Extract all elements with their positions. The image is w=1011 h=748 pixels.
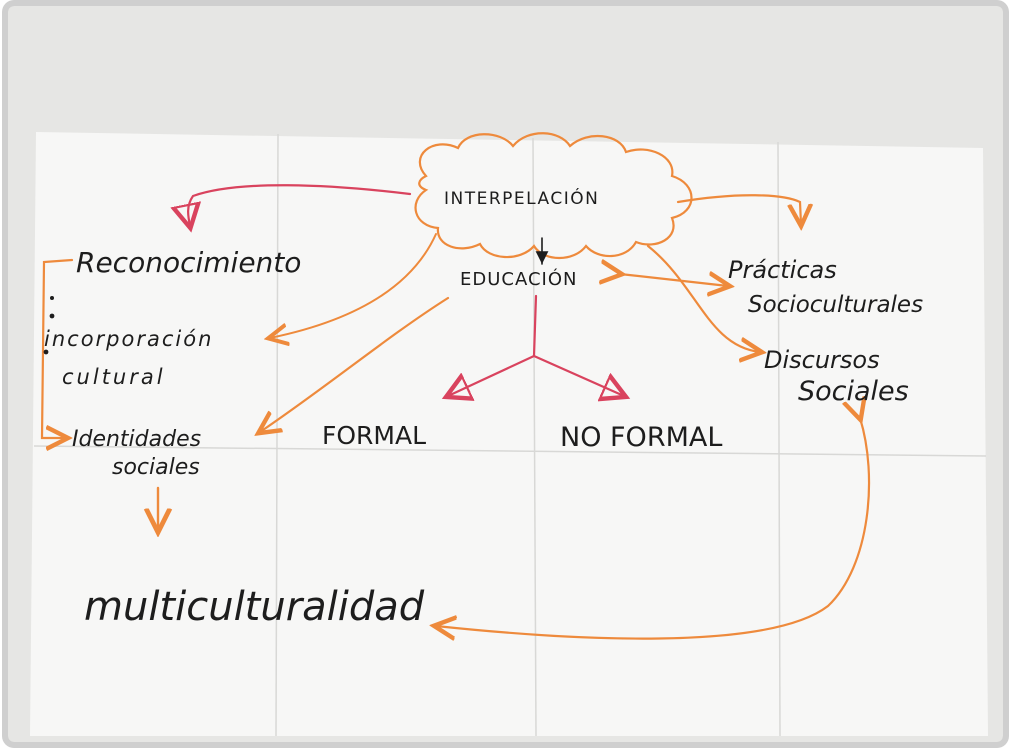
arrow-interpelacion-practicas (676, 194, 801, 224)
label-multiculturalidad: multiculturalidad (84, 584, 425, 630)
label-interpelacion: INTERPELACIÓN (444, 187, 599, 209)
label-incorporacion: incorporación (44, 327, 213, 351)
arrow-educacion-stem (532, 294, 538, 358)
arrow-discursos-multiculturalidad (436, 418, 871, 639)
photo-canvas: INTERPELACIÓN EDUCACIÓN Reconocimiento i… (8, 6, 1003, 742)
arrow-reconocimiento-identidades (40, 258, 74, 438)
label-identidades-sociales: sociales (112, 455, 200, 480)
arrow-educacion-formal (448, 354, 536, 396)
label-educacion: EDUCACIÓN (460, 268, 577, 290)
margin-marks (43, 296, 55, 355)
label-discursos-sociales: Sociales (798, 376, 909, 407)
arrow-educacion-no-formal (532, 354, 624, 396)
arrow-interpelacion-incorporacion (270, 233, 437, 338)
center-cloud (414, 132, 693, 259)
arrow-interpelacion-reconocimiento (188, 184, 412, 226)
label-identidades: Identidades (72, 427, 201, 452)
arrow-educacion-practicas (620, 274, 728, 286)
label-cultural: cultural (62, 365, 166, 389)
label-practicas: Prácticas (728, 256, 837, 284)
label-discursos: Discursos (764, 346, 880, 374)
photo: INTERPELACIÓN EDUCACIÓN Reconocimiento i… (8, 6, 1003, 742)
label-socioculturales: Socioculturales (748, 292, 923, 318)
label-reconocimiento: Reconocimiento (76, 246, 301, 279)
label-no-formal: NO FORMAL (560, 422, 722, 453)
arrow-educacion-identidades (260, 296, 450, 432)
label-formal: FORMAL (322, 421, 426, 450)
